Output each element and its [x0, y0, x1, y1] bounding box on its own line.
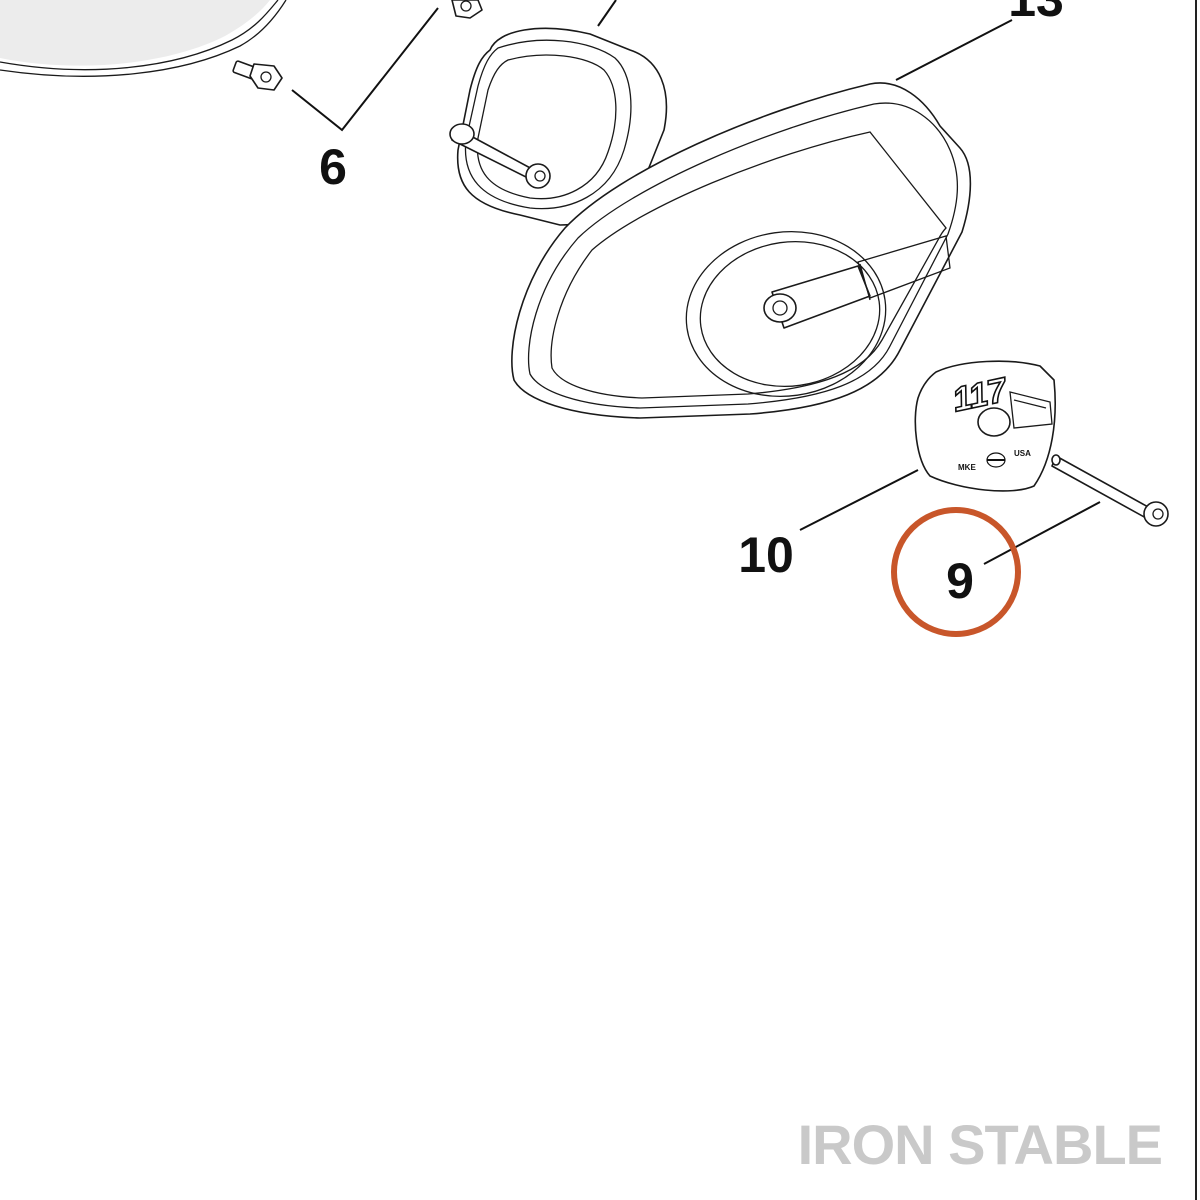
callout-6: 6: [319, 139, 347, 195]
bar-shield-icon: [986, 452, 1006, 468]
leader-filter: [597, 0, 617, 27]
headlamp-cover-edge: [0, 0, 287, 77]
leader-6: [291, 7, 439, 132]
leader-9: [983, 501, 1101, 565]
watermark: IRON STABLE: [798, 1113, 1162, 1176]
decal-right-text: USA: [1014, 449, 1031, 458]
callout-9: 9: [946, 553, 974, 609]
filter-element: [449, 27, 668, 226]
decal-left-text: MKE: [958, 463, 976, 472]
air-cleaner-cover: [511, 82, 972, 419]
leader-13: [895, 19, 1013, 81]
highlight-ring: [891, 507, 1021, 637]
callout-13: 13: [1008, 0, 1064, 27]
long-screw: [1051, 454, 1169, 527]
callout-10: 10: [738, 527, 794, 583]
hex-bolt-lower: [232, 60, 283, 91]
trim-insert: 117 MKE USA: [914, 360, 1056, 492]
leader-10: [799, 469, 919, 531]
hex-nut-upper: [451, 0, 483, 19]
